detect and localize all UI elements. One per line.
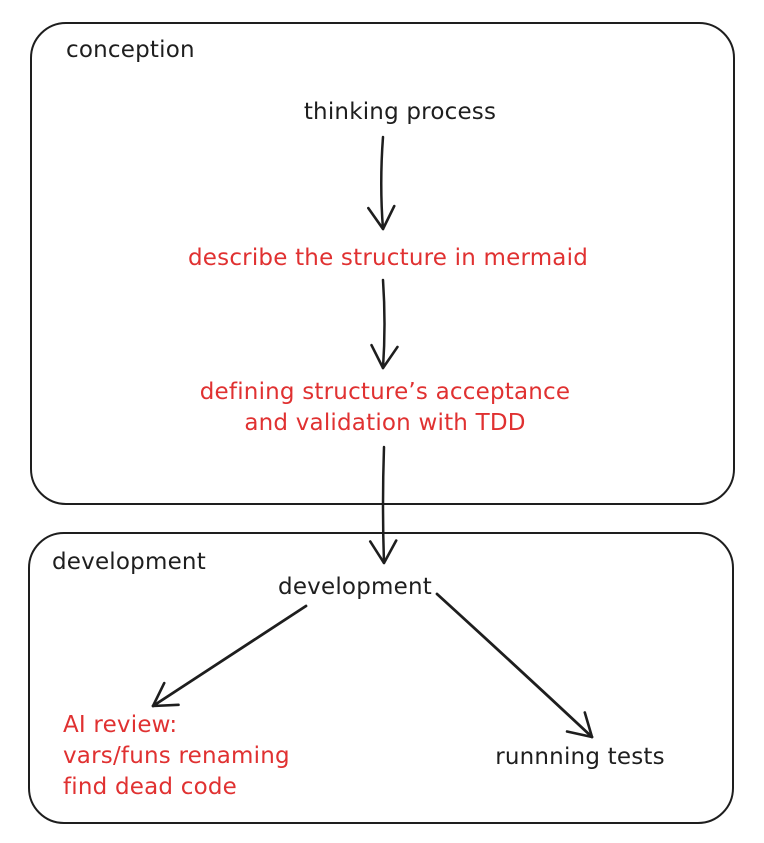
conception-box bbox=[30, 22, 735, 505]
node-describe-structure-mermaid: describe the structure in mermaid bbox=[187, 245, 589, 271]
development-box bbox=[28, 532, 734, 824]
node-thinking-process: thinking process bbox=[303, 99, 497, 125]
node-ai-review-line1: AI review: bbox=[63, 712, 178, 738]
node-ai-review: AI review: vars/funs renaming find dead … bbox=[63, 710, 290, 802]
node-tdd-acceptance-line1: defining structure’s acceptance bbox=[199, 379, 571, 405]
conception-box-label: conception bbox=[66, 37, 195, 63]
node-tdd-acceptance: defining structure’s acceptance and vali… bbox=[175, 377, 595, 439]
development-box-label: development bbox=[52, 549, 206, 575]
node-ai-review-line2: vars/funs renaming bbox=[63, 742, 290, 769]
node-ai-review-line3: find dead code bbox=[63, 773, 237, 800]
node-development: development bbox=[278, 574, 432, 600]
node-running-tests: runnning tests bbox=[495, 744, 665, 770]
node-tdd-acceptance-line2: and validation with TDD bbox=[244, 409, 526, 436]
